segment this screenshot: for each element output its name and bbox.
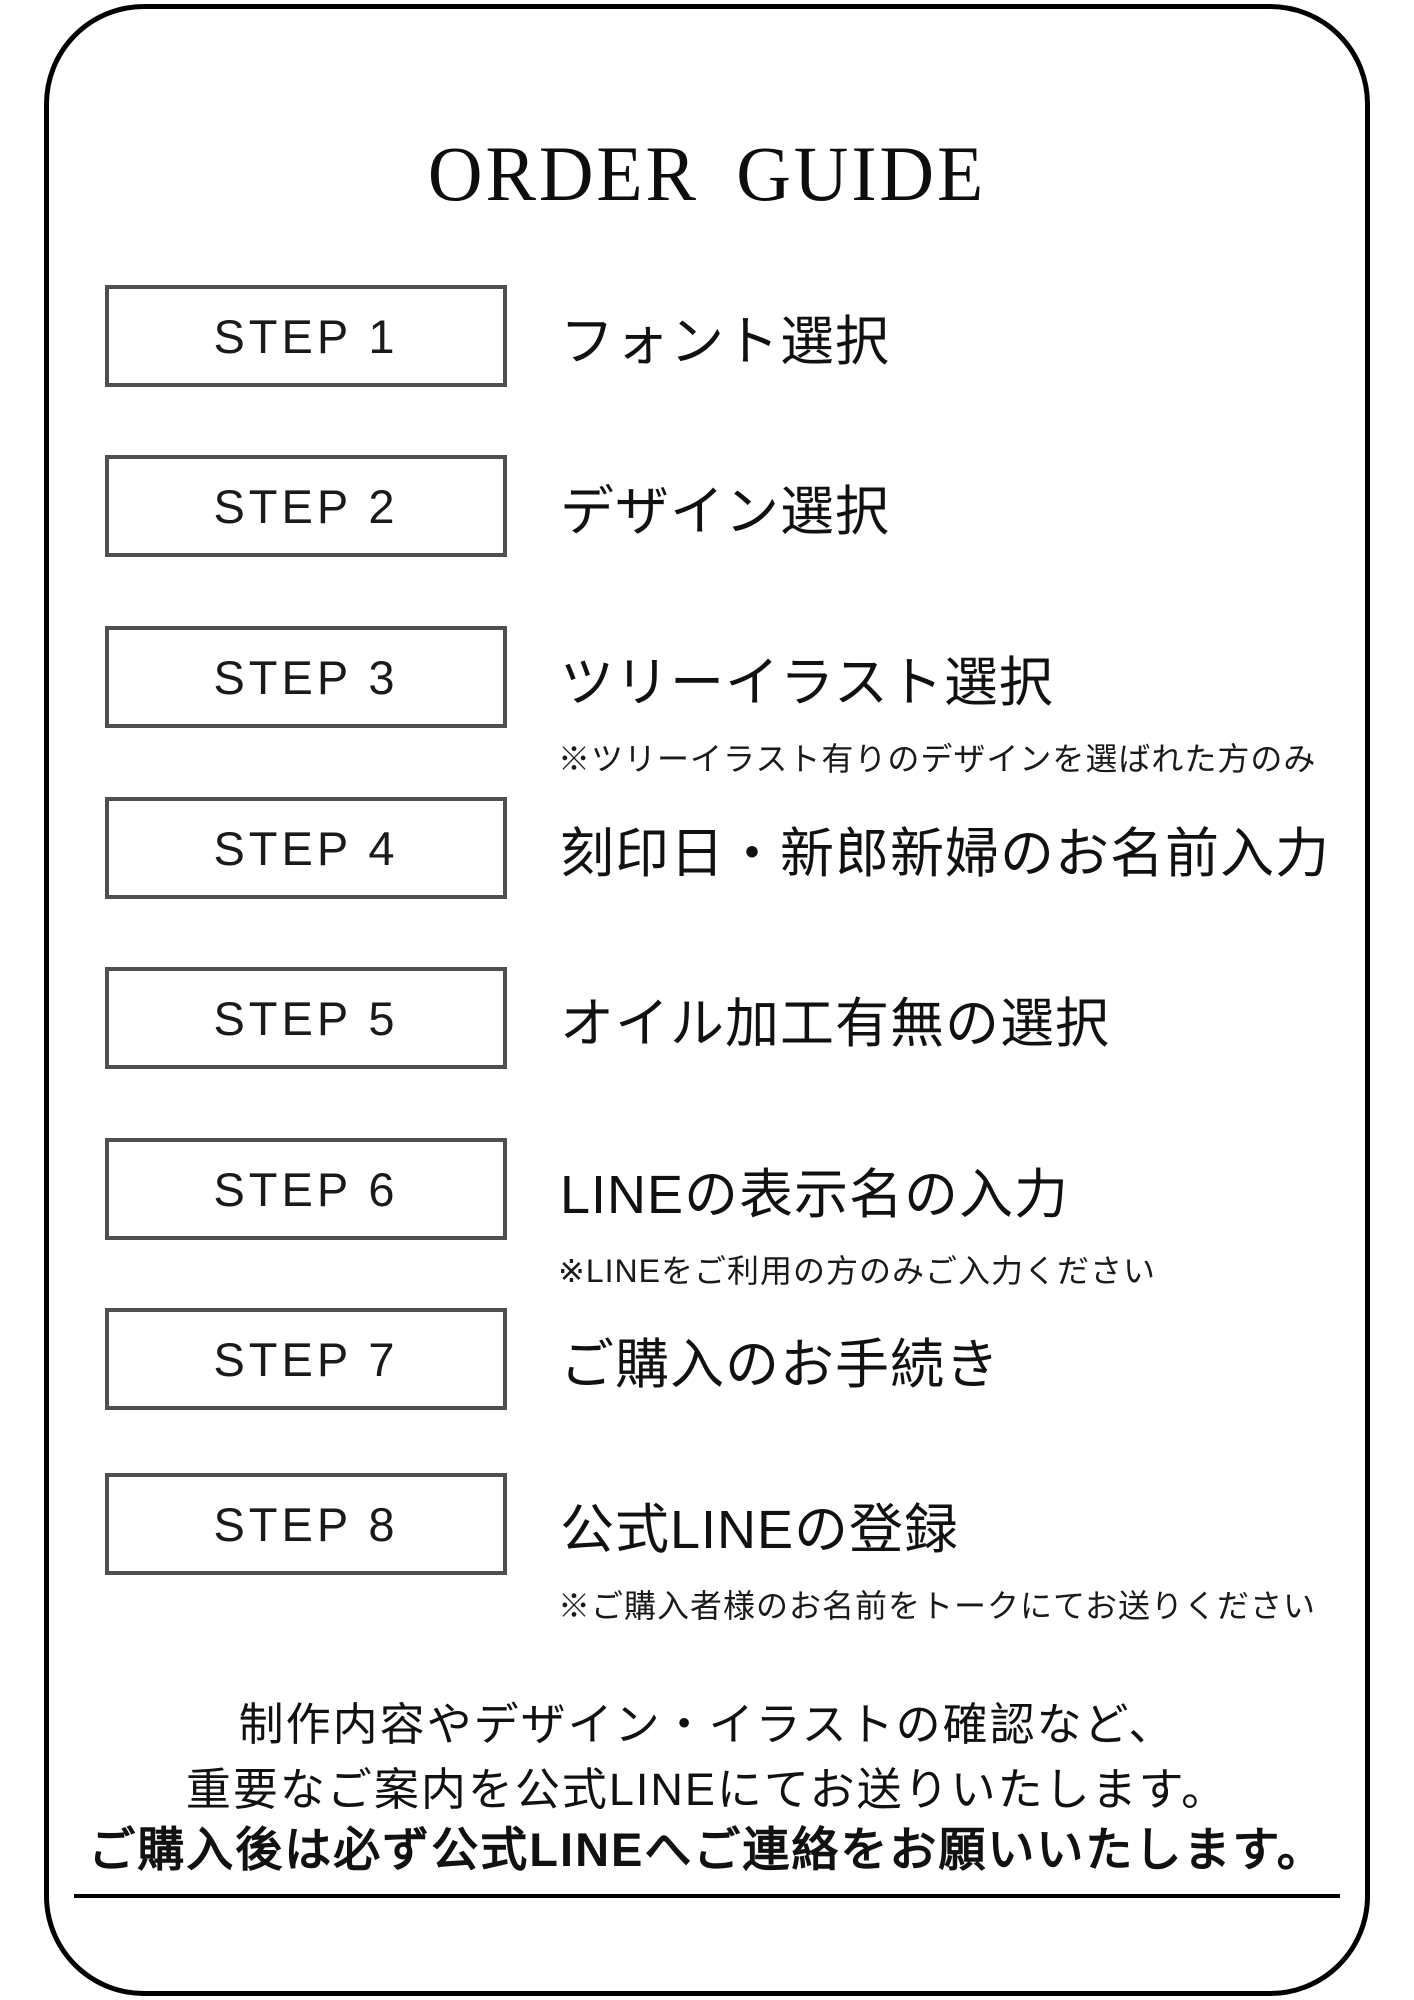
step-row-4: STEP 4 刻印日・新郎新婦のお名前入力 [0, 797, 1414, 899]
step-6-label: LINEの表示名の入力 [560, 1164, 1070, 1225]
step-6-box: STEP 6 [105, 1138, 507, 1240]
step-4-box-label: STEP 4 [213, 821, 399, 875]
step-2-box: STEP 2 [105, 455, 507, 557]
step-2-label-wrap: デザイン選択 [560, 455, 890, 557]
step-3-note: ※ツリーイラスト有りのデザインを選ばれた方のみ [558, 741, 1317, 777]
step-7-box-label: STEP 7 [213, 1332, 399, 1386]
step-5-label-wrap: オイル加工有無の選択 [560, 967, 1110, 1069]
step-8-note: ※ご購入者様のお名前をトークにてお送りください [558, 1588, 1317, 1624]
step-3-label-wrap: ツリーイラスト選択 [560, 626, 1054, 728]
step-8-box-label: STEP 8 [213, 1497, 399, 1551]
step-5-box: STEP 5 [105, 967, 507, 1069]
page-title: ORDER GUIDE [427, 130, 987, 218]
step-2-box-label: STEP 2 [213, 479, 399, 533]
step-7-box: STEP 7 [105, 1308, 507, 1410]
step-row-2: STEP 2 デザイン選択 [0, 455, 1414, 557]
footer-line-2: 重要なご案内を公式LINEにてお送りいたします。 [185, 1764, 1229, 1815]
step-4-label-wrap: 刻印日・新郎新婦のお名前入力 [560, 797, 1330, 899]
step-8-box: STEP 8 [105, 1473, 507, 1575]
step-row-6: STEP 6 LINEの表示名の入力 ※LINEをご利用の方のみご入力ください [0, 1138, 1414, 1289]
step-row-7: STEP 7 ご購入のお手続き [0, 1308, 1414, 1410]
step-4-label: 刻印日・新郎新婦のお名前入力 [560, 823, 1330, 884]
step-1-label: フォント選択 [560, 311, 890, 372]
step-3-box-label: STEP 3 [213, 650, 399, 704]
step-1-box-label: STEP 1 [213, 309, 399, 363]
page-border [44, 4, 1370, 1996]
step-7-label: ご購入のお手続き [560, 1334, 1000, 1395]
step-5-box-label: STEP 5 [213, 991, 399, 1045]
step-8-label-wrap: 公式LINEの登録 [560, 1473, 959, 1575]
step-6-box-label: STEP 6 [213, 1162, 399, 1216]
step-8-label: 公式LINEの登録 [560, 1499, 960, 1560]
step-row-3: STEP 3 ツリーイラスト選択 ※ツリーイラスト有りのデザインを選ばれた方のみ [0, 626, 1414, 777]
step-1-box: STEP 1 [105, 285, 507, 387]
step-3-box: STEP 3 [105, 626, 507, 728]
step-6-note: ※LINEをご利用の方のみご入力ください [558, 1253, 1156, 1289]
step-row-8: STEP 8 公式LINEの登録 ※ご購入者様のお名前をトークにてお送りください [0, 1473, 1414, 1624]
footer-line-3: ご購入後は必ず公式LINEへご連絡をお願いいたします。 [0, 1820, 1414, 1898]
step-3-label: ツリーイラスト選択 [560, 652, 1054, 713]
footer-line-1: 制作内容やデザイン・イラストの確認など、 [238, 1699, 1176, 1750]
step-5-label: オイル加工有無の選択 [560, 993, 1110, 1054]
step-7-label-wrap: ご購入のお手続き [560, 1308, 1000, 1410]
step-row-5: STEP 5 オイル加工有無の選択 [0, 967, 1414, 1069]
step-6-label-wrap: LINEの表示名の入力 [560, 1138, 1069, 1240]
step-1-label-wrap: フォント選択 [560, 285, 890, 387]
step-row-1: STEP 1 フォント選択 [0, 285, 1414, 387]
step-4-box: STEP 4 [105, 797, 507, 899]
footer-line-3-text: ご購入後は必ず公式LINEへご連絡をお願いいたします。 [74, 1820, 1340, 1898]
step-2-label: デザイン選択 [560, 481, 890, 542]
